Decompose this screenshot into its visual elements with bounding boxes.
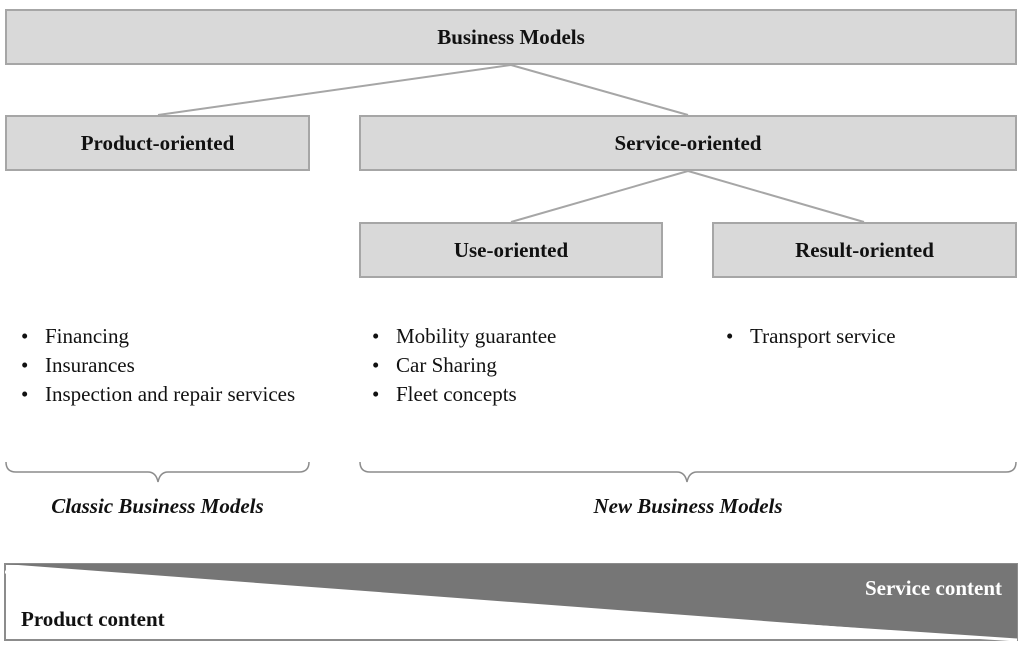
use-oriented-label: Use-oriented: [453, 237, 569, 262]
classic-business-models-label: Classic Business Models: [51, 494, 264, 518]
list-item: Inspection and repair services: [9, 380, 309, 409]
brace-classic: [5, 461, 310, 483]
list-item: Insurances: [9, 351, 309, 380]
use-oriented-box: Use-oriented: [359, 222, 663, 278]
list-item: Car Sharing: [360, 351, 660, 380]
content-divider: [4, 570, 1018, 642]
braces: [5, 461, 1017, 483]
service-oriented-label: Service-oriented: [614, 130, 762, 155]
list-item: Financing: [9, 322, 309, 351]
list-item: Mobility guarantee: [360, 322, 660, 351]
business-models-box: Business Models: [5, 9, 1017, 65]
business-models-label: Business Models: [437, 24, 585, 49]
result-oriented-box: Result-oriented: [712, 222, 1017, 278]
product-oriented-label: Product-oriented: [80, 130, 235, 155]
result-oriented-list: Transport service: [714, 322, 1014, 351]
connector-service-result: [687, 170, 865, 223]
content-bar: [4, 563, 1018, 642]
product-oriented-box: Product-oriented: [5, 115, 310, 171]
connector-service-use: [510, 170, 689, 223]
result-oriented-label: Result-oriented: [795, 237, 934, 262]
new-business-models-label: New Business Models: [593, 494, 783, 518]
classic-models-list: Financing Insurances Inspection and repa…: [9, 322, 309, 409]
service-content-wedge: [5, 564, 1017, 640]
service-content-label: Service content: [864, 576, 1002, 600]
product-content-label: Product content: [21, 607, 165, 631]
list-item: Transport service: [714, 322, 1014, 351]
connector-root-service: [510, 64, 689, 116]
list-item: Fleet concepts: [360, 380, 660, 409]
service-oriented-box: Service-oriented: [359, 115, 1017, 171]
brace-new: [359, 461, 1017, 483]
use-oriented-list: Mobility guarantee Car Sharing Fleet con…: [360, 322, 660, 409]
connector-root-product: [157, 64, 512, 116]
connector-lines: [157, 64, 865, 223]
